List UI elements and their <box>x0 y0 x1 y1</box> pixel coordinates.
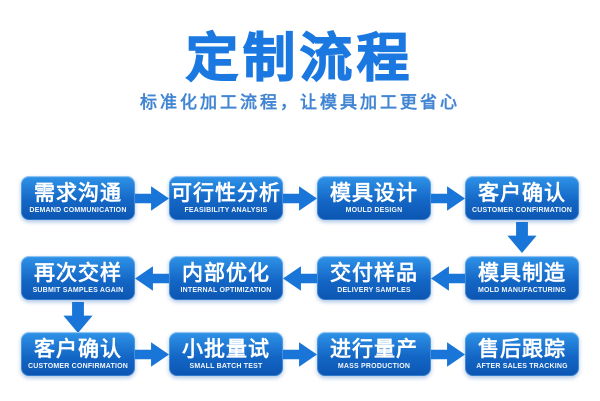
flow-step-mold-manufacturing: 模具制造 MOLD MANUFACTURING <box>465 256 579 300</box>
step-label-zh: 客户确认 <box>34 337 122 361</box>
step-label-en: MASS PRODUCTION <box>337 363 411 371</box>
step-label-en: DEMAND COMMUNICATION <box>29 207 127 215</box>
flow-step-delivery-samples: 交付样品 DELIVERY SAMPLES <box>317 256 431 300</box>
step-label-en: SMALL BATCH TEST <box>189 363 263 371</box>
step-label-zh: 客户确认 <box>478 181 566 205</box>
flow-step-mould-design: 模具设计 MOULD DESIGN <box>317 176 431 220</box>
step-label-en: DELIVERY SAMPLES <box>337 287 411 295</box>
flow-row-3: 客户确认 CUSTOMER CONFIRMATION 小批量试 SMALL BA… <box>0 332 600 376</box>
step-label-zh: 模具制造 <box>478 261 566 285</box>
step-label-en: CUSTOMER CONFIRMATION <box>28 363 128 371</box>
arrow-right-icon <box>135 341 169 367</box>
arrow-down-icon <box>507 222 538 253</box>
step-label-en: INTERNAL OPTIMIZATION <box>180 287 272 295</box>
page-subtitle: 标准化加工流程，让模具加工更省心 <box>140 93 460 112</box>
step-label-en: SUBMIT SAMPLES AGAIN <box>32 287 124 295</box>
step-label-zh: 需求沟通 <box>34 181 122 205</box>
step-label-en: MOULD DESIGN <box>345 207 403 215</box>
flow-step-customer-confirmation-2: 客户确认 CUSTOMER CONFIRMATION <box>21 332 135 376</box>
step-label-zh: 售后跟踪 <box>478 337 566 361</box>
step-label-zh: 模具设计 <box>330 181 418 205</box>
flow-step-mass-production: 进行量产 MASS PRODUCTION <box>317 332 431 376</box>
step-label-en: FEASIBILITY ANALYSIS <box>184 207 268 215</box>
step-label-en: CUSTOMER CONFIRMATION <box>472 207 572 215</box>
flow-step-feasibility-analysis: 可行性分析 FEASIBILITY ANALYSIS <box>169 176 283 220</box>
flow-step-submit-samples-again: 再次交样 SUBMIT SAMPLES AGAIN <box>21 256 135 300</box>
arrow-down-icon <box>63 302 94 333</box>
flow-step-internal-optimization: 内部优化 INTERNAL OPTIMIZATION <box>169 256 283 300</box>
step-label-zh: 进行量产 <box>330 337 418 361</box>
flow-step-demand-communication: 需求沟通 DEMAND COMMUNICATION <box>21 176 135 220</box>
connector-row-2 <box>0 300 600 333</box>
flow-step-customer-confirmation: 客户确认 CUSTOMER CONFIRMATION <box>465 176 579 220</box>
step-label-zh: 内部优化 <box>182 261 270 285</box>
arrow-right-icon <box>431 185 465 211</box>
arrow-left-icon <box>283 265 317 291</box>
arrow-left-icon <box>431 265 465 291</box>
step-label-en: MOLD MANUFACTURING <box>478 287 566 295</box>
page-title: 定制流程 <box>185 29 414 89</box>
step-label-zh: 可行性分析 <box>171 181 281 205</box>
flow-row-1: 需求沟通 DEMAND COMMUNICATION 可行性分析 FEASIBIL… <box>0 176 600 220</box>
step-label-en: AFTER SALES TRACKING <box>476 363 568 371</box>
connector-row-1 <box>0 220 600 256</box>
flow-step-small-batch-test: 小批量试 SMALL BATCH TEST <box>169 332 283 376</box>
arrow-right-icon <box>283 185 317 211</box>
step-label-zh: 交付样品 <box>330 261 418 285</box>
arrow-right-icon <box>135 185 169 211</box>
arrow-right-icon <box>283 341 317 367</box>
step-label-zh: 小批量试 <box>182 337 270 361</box>
step-label-zh: 再次交样 <box>34 261 122 285</box>
flow-step-after-sales-tracking: 售后跟踪 AFTER SALES TRACKING <box>465 332 579 376</box>
flow-row-2: 再次交样 SUBMIT SAMPLES AGAIN 内部优化 INTERNAL … <box>0 256 600 300</box>
arrow-right-icon <box>431 341 465 367</box>
arrow-left-icon <box>135 265 169 291</box>
